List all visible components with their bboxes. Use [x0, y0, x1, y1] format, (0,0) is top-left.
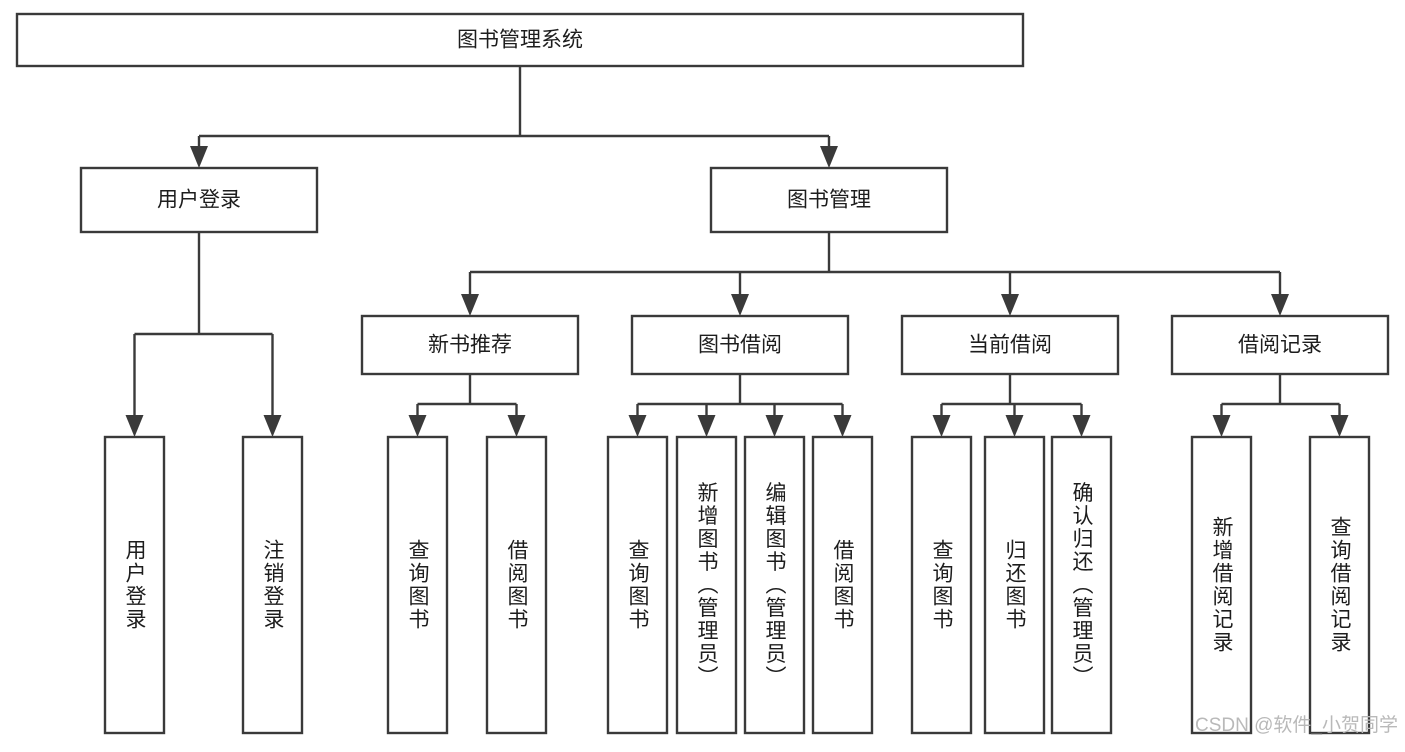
node-l3-3[interactable]: 借阅记录 [1170, 314, 1390, 376]
node-l3-1-box[interactable] [630, 314, 850, 376]
node-leaf-11[interactable]: 新增借阅记录 [1190, 435, 1253, 735]
connector-layer [125, 66, 1349, 437]
csdn-watermark: CSDN @软件_小贺同学 [1195, 714, 1398, 736]
node-leaf-3-box[interactable] [485, 435, 548, 735]
node-l3-1[interactable]: 图书借阅 [630, 314, 850, 376]
leaf-group-2-arrow-3 [833, 415, 852, 437]
node-root-node-e59bbee4b9a6e7aea1e79086e7b3bbe7bb9f[interactable]: 图书管理系统 [15, 12, 1025, 68]
l2-to-l3-arrow-3 [1271, 294, 1289, 316]
node-leaf-12[interactable]: 查询借阅记录 [1308, 435, 1371, 735]
leaf-group-0-arrow-0 [125, 415, 144, 437]
node-leaf-7[interactable]: 借阅图书 [811, 435, 874, 735]
leaf-group-4-arrow-0 [1212, 415, 1231, 437]
node-leaf-4[interactable]: 查询图书 [606, 435, 669, 735]
leaf-group-0-arrow-1 [263, 415, 282, 437]
node-leaf-0-box[interactable] [103, 435, 166, 735]
leaf-group-4-arrow-1 [1330, 415, 1349, 437]
node-leaf-3-label: 借阅图书 [505, 539, 529, 631]
node-l2-0-box[interactable] [79, 166, 319, 234]
node-root-node-e59bbee4b9a6e7aea1e79086e7b3bbe7bb9f-label: 图书管理系统 [457, 29, 583, 52]
node-leaf-8-box[interactable] [910, 435, 973, 735]
node-leaf-8[interactable]: 查询图书 [910, 435, 973, 735]
l2-to-l3-arrow-2 [1001, 294, 1019, 316]
node-leaf-6-label: 编辑图书（管理员） [763, 482, 787, 689]
node-l3-2[interactable]: 当前借阅 [900, 314, 1120, 376]
leaf-group-3-arrow-2 [1072, 415, 1091, 437]
node-leaf-11-box[interactable] [1190, 435, 1253, 735]
leaf-group-2-arrow-0 [628, 415, 647, 437]
node-leaf-2[interactable]: 查询图书 [386, 435, 449, 735]
leaf-group-3-arrow-0 [932, 415, 951, 437]
node-leaf-6[interactable]: 编辑图书（管理员） [743, 435, 806, 735]
node-layer: 图书管理系统用户登录图书管理新书推荐图书借阅当前借阅借阅记录用户登录注销登录查询… [15, 12, 1390, 735]
node-leaf-6-box[interactable] [743, 435, 806, 735]
node-l3-2-box[interactable] [900, 314, 1120, 376]
node-leaf-12-label: 查询借阅记录 [1328, 516, 1352, 654]
node-leaf-1-box[interactable] [241, 435, 304, 735]
node-leaf-10-box[interactable] [1050, 435, 1113, 735]
node-leaf-10[interactable]: 确认归还（管理员） [1050, 435, 1113, 735]
node-leaf-8-label: 查询图书 [930, 539, 954, 631]
node-leaf-10-label: 确认归还（管理员） [1070, 482, 1094, 689]
node-l3-0-label: 新书推荐 [428, 334, 512, 357]
node-l3-0-box[interactable] [360, 314, 580, 376]
node-leaf-3[interactable]: 借阅图书 [485, 435, 548, 735]
leaf-group-1-arrow-1 [507, 415, 526, 437]
node-l3-3-label: 借阅记录 [1238, 334, 1322, 357]
node-l2-1-box[interactable] [709, 166, 949, 234]
node-leaf-4-box[interactable] [606, 435, 669, 735]
node-l2-0-label: 用户登录 [157, 189, 241, 212]
node-leaf-4-label: 查询图书 [626, 539, 650, 631]
node-leaf-5-label: 新增图书（管理员） [695, 482, 719, 689]
node-l3-0[interactable]: 新书推荐 [360, 314, 580, 376]
leaf-group-2-arrow-2 [765, 415, 784, 437]
node-l2-1[interactable]: 图书管理 [709, 166, 949, 234]
node-l2-1-label: 图书管理 [787, 189, 871, 212]
node-leaf-1[interactable]: 注销登录 [241, 435, 304, 735]
node-leaf-5-box[interactable] [675, 435, 738, 735]
node-leaf-7-label: 借阅图书 [831, 539, 855, 631]
node-leaf-7-box[interactable] [811, 435, 874, 735]
node-leaf-9-label: 归还图书 [1003, 539, 1027, 631]
node-leaf-0-label: 用户登录 [123, 539, 147, 631]
node-leaf-0[interactable]: 用户登录 [103, 435, 166, 735]
node-l3-2-label: 当前借阅 [968, 334, 1052, 357]
node-leaf-12-box[interactable] [1308, 435, 1371, 735]
node-l3-1-label: 图书借阅 [698, 334, 782, 357]
leaf-group-1-arrow-0 [408, 415, 427, 437]
node-leaf-2-box[interactable] [386, 435, 449, 735]
l2-to-l3-arrow-0 [461, 294, 479, 316]
node-root-node-e59bbee4b9a6e7aea1e79086e7b3bbe7bb9f-box[interactable] [15, 12, 1025, 68]
node-l2-0[interactable]: 用户登录 [79, 166, 319, 234]
leaf-group-2-arrow-1 [697, 415, 716, 437]
root-to-l2-arrow-0 [190, 146, 208, 168]
node-leaf-11-label: 新增借阅记录 [1210, 516, 1234, 654]
root-to-l2-arrow-1 [820, 146, 838, 168]
node-leaf-9-box[interactable] [983, 435, 1046, 735]
node-leaf-2-label: 查询图书 [406, 539, 430, 631]
node-leaf-9[interactable]: 归还图书 [983, 435, 1046, 735]
leaf-group-3-arrow-1 [1005, 415, 1024, 437]
node-leaf-1-label: 注销登录 [261, 539, 285, 631]
l2-to-l3-arrow-1 [731, 294, 749, 316]
node-leaf-5[interactable]: 新增图书（管理员） [675, 435, 738, 735]
node-l3-3-box[interactable] [1170, 314, 1390, 376]
